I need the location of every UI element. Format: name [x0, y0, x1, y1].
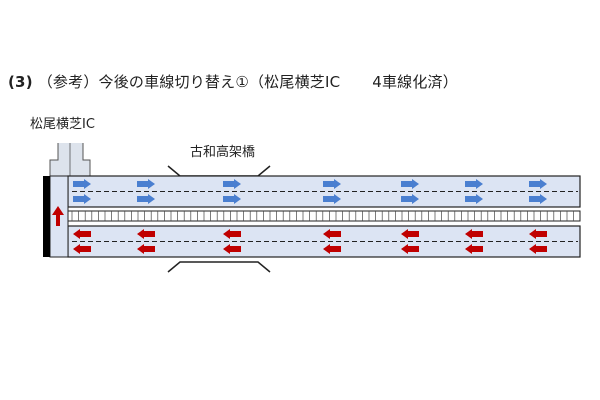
road-end-bar — [43, 176, 50, 257]
arrow-left-icon — [73, 244, 91, 254]
arrow-left-icon — [401, 229, 419, 239]
arrow-right-icon — [137, 194, 155, 204]
bridge-bracket-top — [167, 165, 271, 177]
arrow-right-icon — [73, 179, 91, 189]
bridge-bracket-bottom — [167, 261, 271, 273]
arrow-right-icon — [401, 179, 419, 189]
arrow-right-icon — [401, 194, 419, 204]
arrow-right-icon — [465, 179, 483, 189]
arrow-left-icon — [323, 229, 341, 239]
arrow-right-icon — [223, 194, 241, 204]
arrow-left-icon — [465, 244, 483, 254]
bridge-label: 古和高架橋 — [190, 144, 255, 160]
section-number: (3) — [8, 73, 33, 91]
arrow-left-icon — [223, 244, 241, 254]
arrow-left-icon — [465, 229, 483, 239]
arrow-right-icon — [137, 179, 155, 189]
arrow-right-icon — [465, 194, 483, 204]
arrow-right-icon — [323, 179, 341, 189]
arrow-right-icon — [529, 194, 547, 204]
arrow-right-icon — [323, 194, 341, 204]
median-ticks — [71, 211, 574, 221]
arrow-left-icon — [137, 229, 155, 239]
eastbound-arrows — [73, 179, 547, 204]
arrow-left-icon — [137, 244, 155, 254]
arrow-left-icon — [529, 244, 547, 254]
arrow-right-icon — [223, 179, 241, 189]
arrow-left-icon — [73, 229, 91, 239]
arrow-left-icon — [223, 229, 241, 239]
section-heading: (3) （参考）今後の車線切り替え①（松尾横芝IC 4車線化済） — [8, 71, 458, 92]
section-status: 4車線化済） — [372, 73, 458, 91]
arrow-right-icon — [73, 194, 91, 204]
arrow-left-icon — [401, 244, 419, 254]
arrow-right-icon — [529, 179, 547, 189]
section-title: （参考）今後の車線切り替え①（松尾横芝IC — [37, 73, 341, 91]
westbound-arrows — [73, 229, 547, 254]
ramp-arrow-up-icon — [52, 206, 64, 226]
interchange-label: 松尾横芝IC — [30, 116, 95, 132]
arrow-left-icon — [529, 229, 547, 239]
arrow-left-icon — [323, 244, 341, 254]
